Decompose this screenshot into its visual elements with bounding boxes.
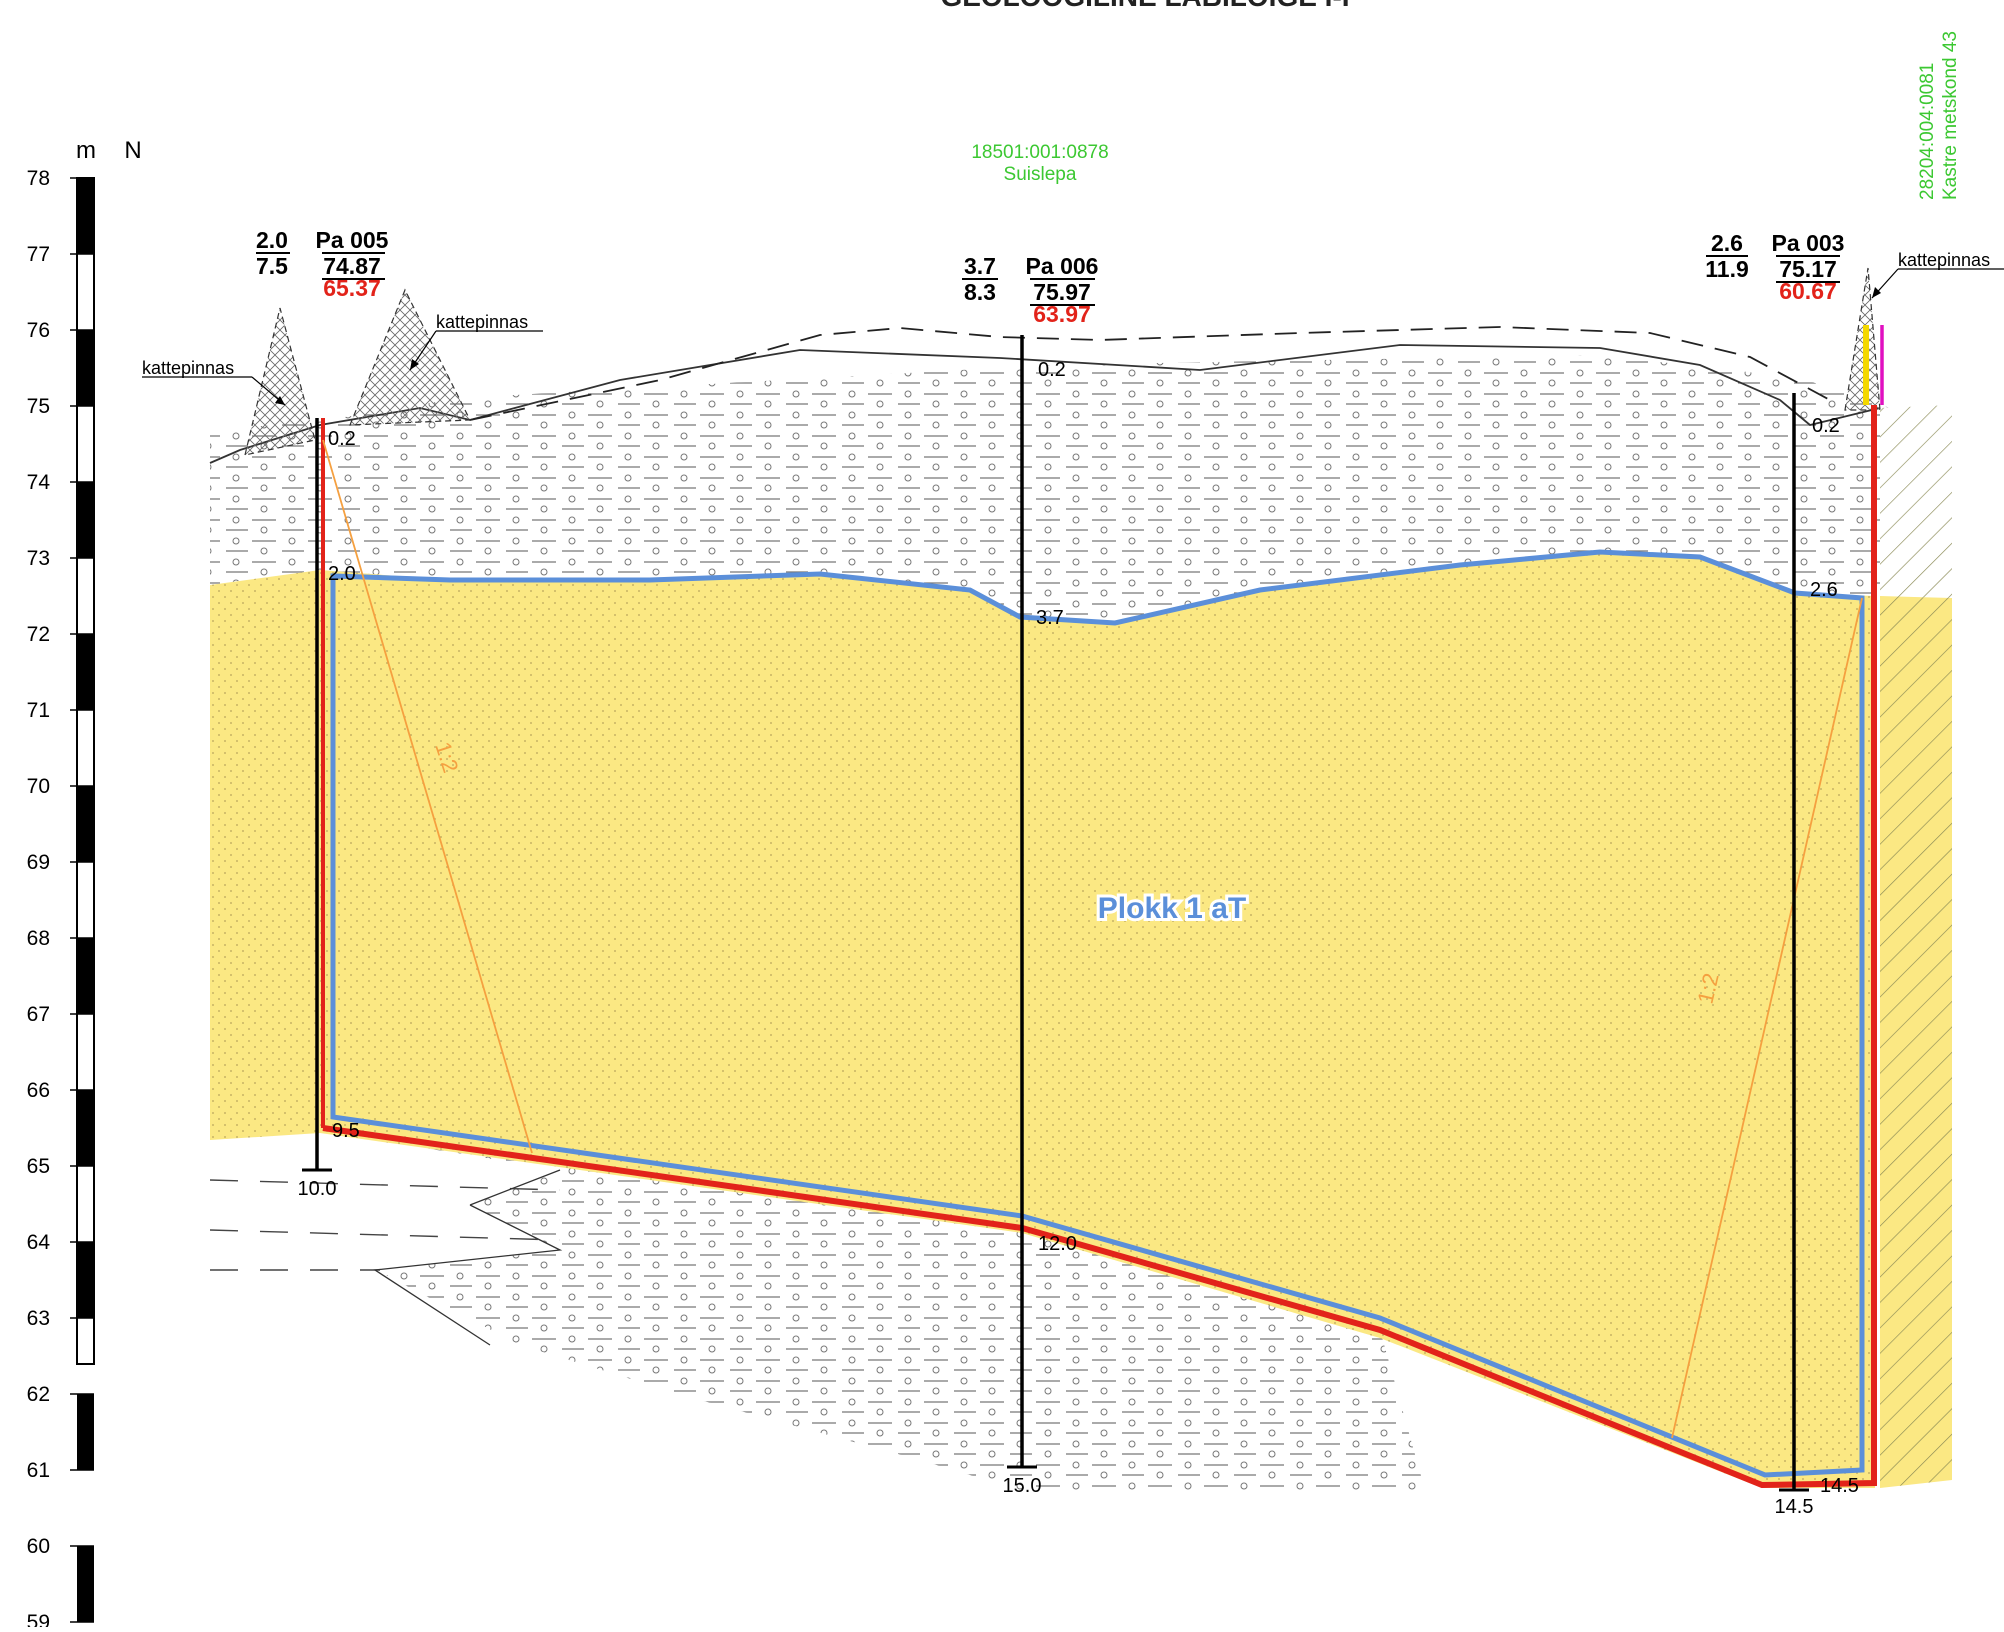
scale-label: 61	[27, 1459, 50, 1482]
hatched-column-lower	[1880, 596, 1952, 1488]
cover-label-left-2: kattepinnas	[436, 312, 528, 332]
sand-texture	[210, 552, 1875, 1488]
axis-north-label: N	[124, 137, 141, 164]
cover-pile-right	[1844, 267, 1881, 411]
scale-label: 65	[27, 1155, 50, 1178]
frac-bottom-pa006: 8.3	[964, 279, 996, 305]
borehole-header-pa003: 2.6 11.9 Pa 003 75.17 60.67	[1705, 230, 1844, 304]
excavation-red-line	[322, 405, 1877, 1489]
depth-end-pa005: 10.0	[298, 1178, 337, 1200]
scale-block	[77, 634, 94, 710]
borehole-id-pa003: Pa 003	[1772, 230, 1845, 256]
scale-label: 60	[27, 1535, 50, 1558]
scale-block	[77, 938, 94, 1014]
scale-label: 66	[27, 1079, 50, 1102]
cover-pile-left	[244, 307, 316, 456]
scale-block	[77, 1546, 94, 1622]
scale-block	[77, 1090, 94, 1166]
elev-ground-pa003: 75.17	[1779, 256, 1837, 282]
parcel-code-2: 28204:004:0081	[1917, 63, 1938, 200]
elev-bottom-pa003: 60.67	[1779, 278, 1837, 304]
clay-dashes	[209, 1179, 561, 1271]
borehole-pa006	[1007, 335, 1037, 1469]
borehole-id-pa006: Pa 006	[1026, 253, 1099, 279]
frac-bottom-pa003: 11.9	[1705, 256, 1749, 282]
parcel-name-2: Kastre metskond 43	[1940, 31, 1961, 200]
section-title: GEOLOOGILINE LÄBILÕIGE I-I	[940, 0, 1349, 12]
elev-bottom-pa006: 63.97	[1033, 301, 1091, 327]
borehole-pa005	[302, 418, 332, 1172]
scale-block	[77, 482, 94, 558]
cover-label-right: kattepinnas	[1898, 250, 1990, 270]
hatched-column-upper	[1880, 405, 1952, 598]
parcel-name-1: Suislepa	[1004, 164, 1077, 185]
elev-bottom-pa005: 65.37	[323, 275, 381, 301]
cover-pile-middle	[349, 288, 471, 426]
depth-end-pa006: 15.0	[1003, 1475, 1042, 1497]
block-label: Plokk 1 aT	[1098, 892, 1246, 925]
borehole-pa003	[1779, 393, 1809, 1492]
scale-label: 72	[27, 623, 50, 646]
scale-label: 67	[27, 1003, 50, 1026]
depth-base-pa005: 9.5	[332, 1120, 360, 1142]
scale-label: 63	[27, 1307, 50, 1330]
parcel-code-1: 18501:001:0878	[971, 142, 1108, 163]
depth-end-pa003: 14.5	[1775, 1496, 1814, 1518]
clay-layer	[210, 1131, 560, 1345]
lens-outline	[373, 1169, 563, 1346]
elevation-scale: m N 78 77 76 75 74 73 72 71 70 69 68 67 66 65 64 63 62 61…	[27, 137, 142, 1632]
elev-ground-pa005: 74.87	[323, 253, 381, 279]
scale-label: 77	[27, 243, 50, 266]
depth-layer-pa005: 2.0	[328, 563, 356, 585]
depth-base-pa006: 12.0	[1038, 1233, 1077, 1255]
scale-label: 64	[27, 1231, 51, 1254]
depth-base-pa003: 14.5	[1820, 1475, 1859, 1497]
scale-label: 71	[27, 699, 50, 722]
frac-top-pa006: 3.7	[964, 253, 996, 279]
elev-ground-pa006: 75.97	[1033, 279, 1091, 305]
borehole-id-pa005: Pa 005	[316, 227, 389, 253]
frac-top-pa005: 2.0	[256, 227, 288, 253]
depth-top-pa005: 0.2	[328, 428, 356, 450]
axis-unit-label: m	[76, 137, 96, 164]
scale-block	[77, 786, 94, 862]
slope-line-left	[322, 439, 533, 1154]
depth-layer-pa006: 3.7	[1036, 607, 1064, 629]
scale-label: 78	[27, 167, 50, 190]
scale-label: 73	[27, 547, 50, 570]
till-layer-upper	[210, 355, 1910, 623]
frac-bottom-pa005: 7.5	[256, 253, 288, 279]
scale-block	[77, 1394, 94, 1470]
depth-top-pa006: 0.2	[1038, 359, 1066, 381]
cover-label-left-1: kattepinnas	[142, 358, 234, 378]
slope-line-right	[1671, 597, 1863, 1439]
scale-block	[77, 178, 94, 254]
depth-top-pa003: 0.2	[1812, 415, 1840, 437]
borehole-header-pa005: 2.0 7.5 Pa 005 74.87 65.37	[256, 227, 389, 301]
depth-layer-pa003: 2.6	[1810, 579, 1838, 601]
scale-block	[77, 1242, 94, 1318]
scale-label: 70	[27, 775, 50, 798]
borehole-header-pa006: 3.7 8.3 Pa 006 75.97 63.97	[962, 253, 1098, 327]
design-surface-dashed	[469, 326, 1831, 421]
scale-block	[77, 330, 94, 406]
scale-label: 76	[27, 319, 50, 342]
scale-label: 62	[27, 1383, 50, 1406]
block-outline	[330, 549, 1865, 1478]
scale-label: 69	[27, 851, 50, 874]
scale-label: 74	[27, 471, 51, 494]
frac-top-pa003: 2.6	[1711, 230, 1743, 256]
scale-label: 59	[27, 1611, 50, 1627]
scale-label: 68	[27, 927, 50, 950]
scale-label: 75	[27, 395, 50, 418]
till-layer-lower	[210, 1131, 1425, 1490]
